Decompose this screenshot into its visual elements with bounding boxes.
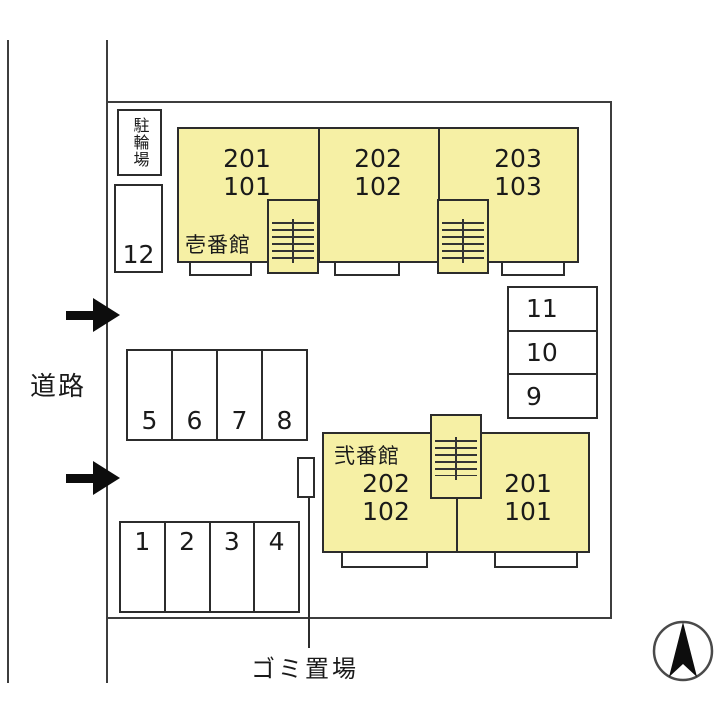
garbage-area-label: ゴミ置場: [251, 655, 359, 683]
parking-number: 1: [134, 527, 151, 556]
unit-number-lower: 103: [494, 172, 542, 201]
stairwell-icon: [267, 199, 319, 274]
stairwell-icon: [430, 414, 482, 499]
unit-divider: [318, 129, 320, 261]
parking-number: 5: [141, 406, 158, 435]
unit-divider: [456, 498, 458, 551]
parking-space-1: 1: [121, 523, 166, 611]
parking-number: 2: [179, 527, 196, 556]
parking-space-9: 9: [509, 375, 596, 417]
parking-space-4: 4: [255, 523, 298, 611]
building1-unit-label: 203 103: [461, 145, 575, 201]
building1-porch: [501, 261, 565, 276]
building1-porch: [189, 261, 252, 276]
bicycle-parking-label: 駐輪場: [130, 117, 150, 168]
parking-space-8: 8: [263, 351, 306, 439]
parking-number: 10: [526, 338, 558, 367]
parking-number: 12: [122, 240, 155, 269]
parking-column-right: 11 10 9: [507, 286, 598, 419]
building1-unit-label: 201 101: [179, 145, 315, 201]
bicycle-parking-box: 駐輪場: [117, 109, 162, 176]
garbage-leader-line: [308, 497, 310, 648]
building2-porch: [341, 551, 428, 568]
building2-unit-label: 201 101: [470, 470, 586, 526]
parking-space-12: 12: [114, 184, 163, 273]
building2-porch: [494, 551, 578, 568]
parking-space-10: 10: [509, 332, 596, 376]
unit-number-lower: 101: [223, 172, 271, 201]
parking-space-6: 6: [173, 351, 218, 439]
unit-number-lower: 101: [504, 497, 552, 526]
parking-number: 7: [231, 406, 248, 435]
parking-number: 9: [526, 381, 542, 411]
parking-row-bottom: 1 2 3 4: [119, 521, 300, 613]
unit-number-lower: 102: [354, 172, 402, 201]
parking-number: 11: [526, 294, 558, 324]
stairwell-icon: [437, 199, 489, 274]
unit-number-upper: 202: [354, 144, 402, 173]
parking-space-3: 3: [211, 523, 256, 611]
unit-number-upper: 201: [504, 469, 552, 498]
building2-name: 弐番館: [334, 444, 400, 468]
parking-number: 8: [276, 406, 293, 435]
road-left-edge-line: [7, 40, 9, 683]
building1-porch: [334, 261, 400, 276]
north-compass-icon: [652, 620, 714, 682]
road-right-edge-line: [106, 40, 108, 683]
building1-unit-label: 202 102: [319, 145, 437, 201]
garbage-area-box: [297, 457, 315, 498]
parking-number: 4: [268, 527, 285, 556]
unit-number-upper: 202: [362, 469, 410, 498]
parking-number: 3: [223, 527, 240, 556]
parking-space-5: 5: [128, 351, 173, 439]
parking-number: 6: [186, 406, 203, 435]
unit-number-upper: 201: [223, 144, 271, 173]
unit-number-upper: 203: [494, 144, 542, 173]
parking-row-middle: 5 6 7 8: [126, 349, 308, 441]
building2-unit-label: 202 102: [324, 470, 448, 526]
road-label: 道路: [30, 372, 87, 402]
building1: 201 101 202 102 203 103 壱番館: [177, 127, 579, 263]
building1-name: 壱番館: [185, 233, 251, 257]
parking-space-2: 2: [166, 523, 211, 611]
parking-space-11: 11: [509, 288, 596, 332]
unit-number-lower: 102: [362, 497, 410, 526]
site-boundary: [106, 101, 612, 619]
parking-space-7: 7: [218, 351, 263, 439]
unit-divider: [438, 129, 440, 261]
